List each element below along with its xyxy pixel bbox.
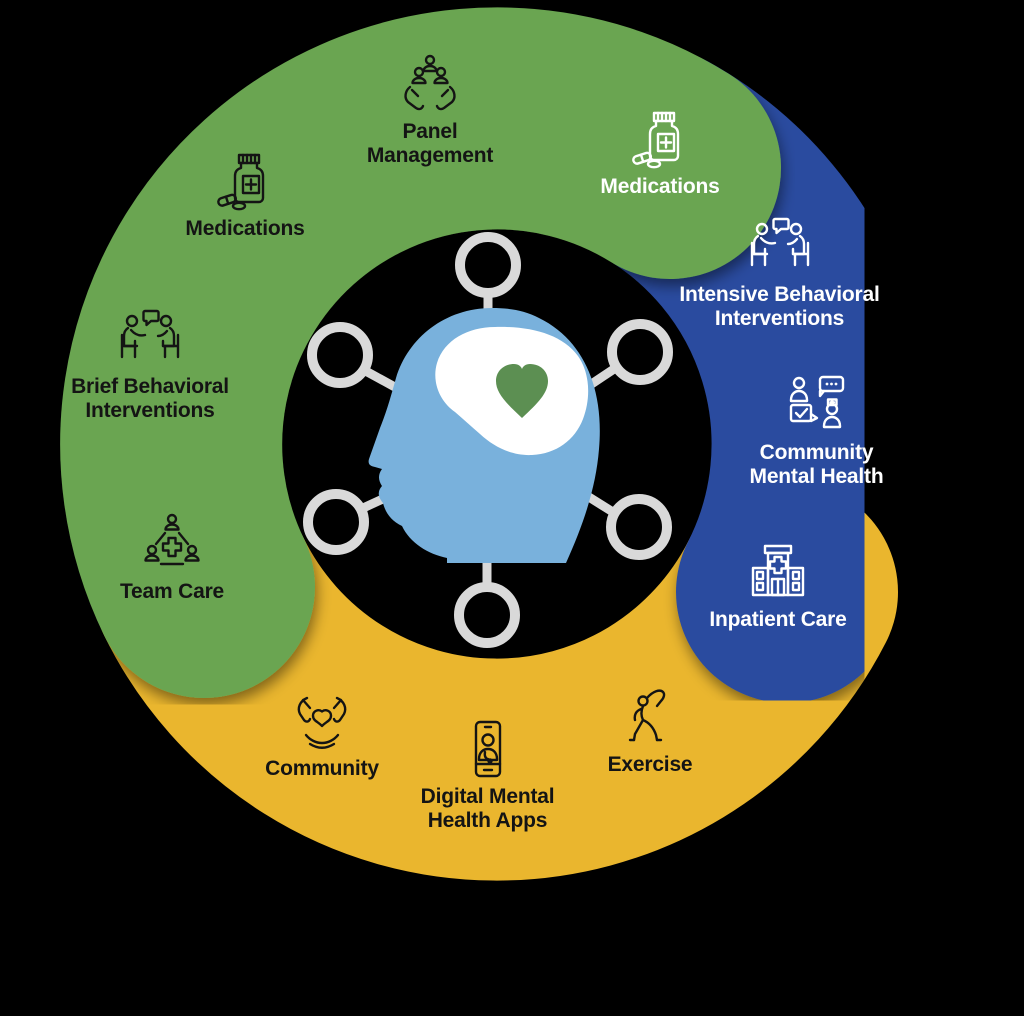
- item-digital-mental-health-apps: Digital Mental Health Apps: [405, 718, 570, 833]
- hospital-building-icon: [751, 544, 805, 597]
- item-label: Digital Mental Health Apps: [420, 785, 555, 832]
- item-community: Community: [232, 690, 412, 781]
- patient-provider-chat-icon: [789, 375, 844, 429]
- item-label: Medications: [185, 217, 305, 240]
- pill-bottle-icon: [632, 111, 680, 169]
- network-node-circle: [303, 489, 369, 555]
- ring-segments: [60, 7, 934, 881]
- item-label: Brief Behavioral Interventions: [71, 375, 229, 422]
- network-node-circle: [455, 232, 521, 298]
- item-team-care: Team Care: [82, 513, 262, 604]
- stretching-person-icon: [628, 689, 666, 742]
- item-label: Medications: [600, 175, 720, 198]
- center-hub: [303, 232, 673, 648]
- item-medications-green: Medications: [155, 150, 335, 241]
- smartphone-doctor-icon: [474, 720, 501, 778]
- item-brief-behavioral-interventions: Brief Behavioral Interventions: [50, 308, 250, 423]
- network-node-circle: [607, 319, 673, 385]
- hands-holding-people-icon: [404, 54, 456, 111]
- item-intensive-behavioral-interventions: Intensive Behavioral Interventions: [672, 216, 887, 331]
- segment-green-arc: [60, 7, 781, 698]
- item-label: Community Mental Health: [749, 441, 884, 488]
- counseling-session-icon: [120, 309, 180, 359]
- item-label: Community: [265, 757, 379, 780]
- heart-icon: [496, 364, 548, 418]
- item-exercise: Exercise: [560, 686, 740, 777]
- item-label: Intensive Behavioral Interventions: [679, 283, 880, 330]
- item-community-mental-health: Community Mental Health: [734, 374, 899, 489]
- item-label: Team Care: [119, 580, 225, 603]
- team-triangle-cross-icon: [144, 513, 200, 566]
- item-panel-management: Panel Management: [360, 53, 500, 168]
- counseling-session-icon: [750, 217, 809, 267]
- hands-around-heart-icon: [297, 696, 347, 749]
- network-node-circle: [606, 494, 672, 560]
- network-nodes: [303, 232, 673, 648]
- pill-bottle-icon: [217, 153, 265, 211]
- network-node-circle: [307, 322, 373, 388]
- item-label: Exercise: [607, 753, 693, 776]
- network-node-circle: [454, 582, 520, 648]
- item-label: Panel Management: [366, 120, 494, 167]
- item-label: Inpatient Care: [709, 608, 847, 631]
- item-inpatient-care: Inpatient Care: [688, 541, 868, 632]
- item-medications-blue: Medications: [570, 108, 750, 199]
